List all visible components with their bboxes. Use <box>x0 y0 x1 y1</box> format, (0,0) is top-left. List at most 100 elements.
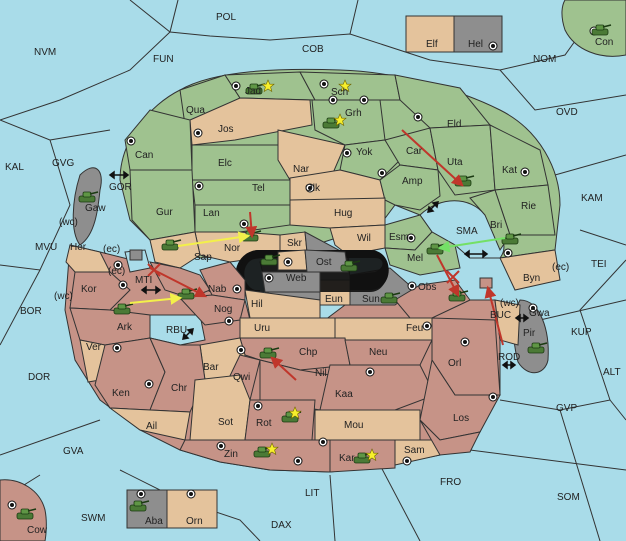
label-nvm: NVM <box>34 47 56 58</box>
territory-sch[interactable] <box>299 71 401 101</box>
territory-tel[interactable] <box>191 179 291 206</box>
label-ec3: (ec) <box>552 262 569 273</box>
territory-elc[interactable] <box>191 144 291 181</box>
label-nog: Nog <box>214 304 232 315</box>
territory-mou[interactable] <box>314 409 421 441</box>
label-eun: Eun <box>325 294 343 305</box>
territory-kor[interactable] <box>69 271 131 311</box>
label-kor: Kor <box>81 284 97 295</box>
label-car: Car <box>406 146 423 157</box>
label-wil: Wil <box>357 233 371 244</box>
label-alt: ALT <box>603 367 621 378</box>
label-ost: Ost <box>316 257 332 268</box>
label-kaa: Kaa <box>335 389 353 400</box>
supply-center-icon <box>118 280 128 290</box>
territory-sot[interactable] <box>189 374 251 441</box>
territory-lan[interactable] <box>194 204 291 233</box>
home-box-aba-orn <box>126 489 218 529</box>
label-obs: Obs <box>418 282 436 293</box>
label-eld: Eld <box>447 119 461 130</box>
territory-ail[interactable] <box>108 407 191 441</box>
label-wc1: (wc) <box>59 217 78 228</box>
label-bar: Bar <box>203 362 219 373</box>
label-wc3: (wc) <box>500 298 519 309</box>
supply-center-icon <box>239 219 249 229</box>
supply-center-icon <box>144 379 154 389</box>
label-rod: ROD <box>498 352 520 363</box>
label-jad: Jad <box>245 86 261 97</box>
label-elf: Elf <box>426 39 438 50</box>
label-mvu: MVU <box>35 242 57 253</box>
label-ec2: (ec) <box>108 266 125 277</box>
label-nom: NOM <box>533 54 556 65</box>
label-cob: COB <box>302 44 324 55</box>
label-gur: Gur <box>156 207 173 218</box>
fleet-unit-icon[interactable] <box>129 249 143 261</box>
label-neu: Neu <box>369 347 387 358</box>
label-orl: Orl <box>448 358 461 369</box>
territory-sam-east <box>419 419 481 456</box>
supply-center-icon <box>253 401 263 411</box>
label-chr: Chr <box>171 383 188 394</box>
label-fun: FUN <box>153 54 174 65</box>
territory-neu[interactable] <box>344 339 433 366</box>
supply-center-icon <box>520 167 530 177</box>
label-bor: BOR <box>20 306 42 317</box>
label-uru: Uru <box>254 323 270 334</box>
label-ec1: (ec) <box>103 244 120 255</box>
label-kat: Kat <box>502 165 517 176</box>
label-kup: KUP <box>571 327 592 338</box>
label-hil: Hil <box>251 299 263 310</box>
label-aba: Aba <box>145 516 163 527</box>
label-nab: Nab <box>208 284 227 295</box>
label-sam: Sam <box>404 445 425 456</box>
label-pol: POL <box>216 12 236 23</box>
label-dor: DOR <box>28 372 50 383</box>
label-gor: GOR <box>109 182 132 193</box>
label-gaw: Gaw <box>85 203 106 214</box>
territory-kaa[interactable] <box>319 364 436 411</box>
supply-center-icon <box>319 79 329 89</box>
label-ark: Ark <box>117 322 133 333</box>
label-gva: GVA <box>63 446 84 457</box>
label-yok: Yok <box>356 147 373 158</box>
label-nor: Nor <box>224 243 241 254</box>
label-mou: Mou <box>344 420 363 431</box>
label-kam: KAM <box>581 193 603 204</box>
label-qua: Qua <box>186 105 205 116</box>
label-lan: Lan <box>203 208 220 219</box>
label-nil: Nil <box>315 368 327 379</box>
label-ail: Ail <box>146 421 157 432</box>
supply-center-icon <box>377 168 387 178</box>
order-arrows <box>129 129 506 381</box>
label-bri: Bri <box>490 220 502 231</box>
supply-center-icon <box>112 343 122 353</box>
territory-gaw[interactable] <box>72 167 102 246</box>
label-tel: Tel <box>252 183 265 194</box>
label-fro: FRO <box>440 477 461 488</box>
fleet-unit-icon[interactable] <box>479 277 493 289</box>
label-amp: Amp <box>402 176 423 187</box>
supply-center-icon <box>194 181 204 191</box>
supply-center-icon <box>224 316 234 326</box>
supply-center-icon <box>365 367 375 377</box>
supply-center-icon <box>318 437 328 447</box>
center-territories <box>235 231 416 306</box>
territory-byn[interactable] <box>499 249 561 291</box>
label-sch: Sch <box>331 87 348 98</box>
label-tei: TEI <box>591 259 607 270</box>
territory-amp[interactable] <box>379 164 441 211</box>
supply-center-icon <box>503 248 513 258</box>
label-grh: Grh <box>345 108 362 119</box>
label-ken: Ken <box>112 388 130 399</box>
supply-center-icon <box>193 128 203 138</box>
label-web: Web <box>286 273 307 284</box>
label-cow: Cow <box>27 525 48 536</box>
label-los: Los <box>453 413 469 424</box>
supply-center-icon <box>231 81 241 91</box>
label-orn: Orn <box>186 516 203 527</box>
supply-center-icon <box>402 456 412 466</box>
label-hel: Hel <box>468 39 483 50</box>
territory-web-inner <box>261 271 321 293</box>
